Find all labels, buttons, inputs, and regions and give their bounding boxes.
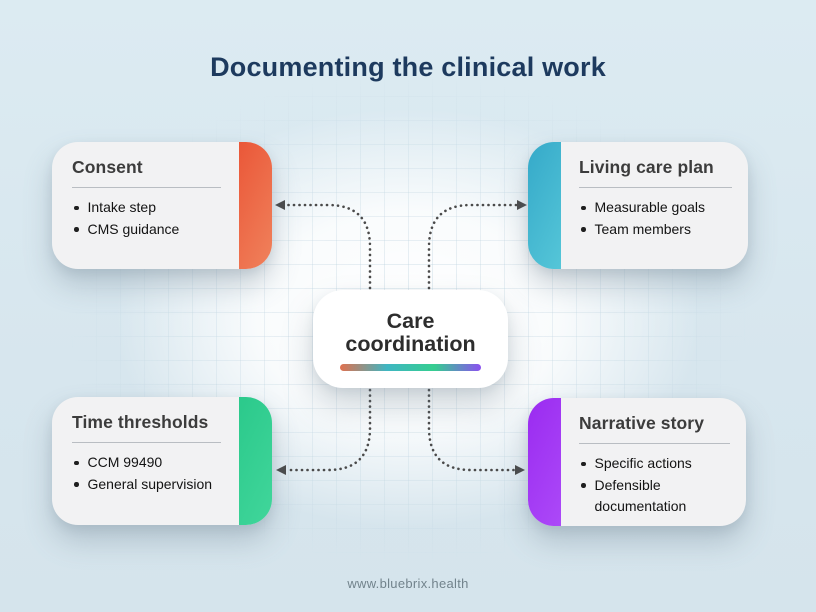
bullet-text: Measurable goals xyxy=(594,199,706,215)
list-item: Team members xyxy=(579,219,736,241)
list-item: CMS guidance xyxy=(72,219,225,241)
card-title: Time thresholds xyxy=(72,412,209,432)
divider xyxy=(579,443,730,444)
divider xyxy=(72,187,221,188)
list-item: Intake step xyxy=(72,197,225,219)
bullet-list: Measurable goals Team members xyxy=(579,197,736,240)
accent-bar xyxy=(239,142,272,269)
card-title: Consent xyxy=(72,157,143,177)
list-item: General supervision xyxy=(72,474,225,496)
card-time-thresholds-body: Time thresholds CCM 99490 General superv… xyxy=(52,397,239,525)
card-narrative-story-body: Narrative story Specific actions Defensi… xyxy=(561,398,746,526)
bullet-dot-icon xyxy=(581,227,586,232)
bullet-text: General supervision xyxy=(87,475,213,492)
accent-bar xyxy=(528,142,561,269)
page-title: Documenting the clinical work xyxy=(210,52,606,82)
gradient-underline xyxy=(340,363,481,371)
bullet-text: Intake step xyxy=(87,199,157,215)
accent-bar xyxy=(239,397,272,525)
list-item: Defensible documentation xyxy=(579,475,734,518)
list-item: Specific actions xyxy=(579,453,734,475)
card-consent: Consent Intake step CMS guidance xyxy=(52,142,272,269)
divider xyxy=(72,442,221,443)
accent-bar xyxy=(528,398,561,526)
bullet-text: CCM 99490 xyxy=(87,454,163,470)
list-item: Measurable goals xyxy=(579,197,736,219)
card-narrative-story: Narrative story Specific actions Defensi… xyxy=(528,398,746,526)
bullet-text: CMS guidance xyxy=(87,220,180,237)
bullet-list: Specific actions Defensible documentatio… xyxy=(579,453,734,518)
bullet-dot-icon xyxy=(74,205,79,210)
footer-url: www.bluebrix.health xyxy=(347,576,469,591)
list-item: CCM 99490 xyxy=(72,452,225,474)
card-living-care-plan-body: Living care plan Measurable goals Team m… xyxy=(561,142,748,269)
divider xyxy=(579,187,732,188)
bullet-text: Defensible documentation xyxy=(594,476,687,515)
bullet-dot-icon xyxy=(581,461,586,466)
card-consent-body: Consent Intake step CMS guidance xyxy=(52,142,239,269)
bullet-text: Team members xyxy=(594,220,691,237)
bullet-dot-icon xyxy=(581,483,586,488)
card-title: Narrative story xyxy=(579,413,705,433)
bullet-dot-icon xyxy=(74,460,79,465)
center-node-care-coordination: Care coordination xyxy=(313,290,508,388)
bullet-list: CCM 99490 General supervision xyxy=(72,452,225,495)
bullet-list: Intake step CMS guidance xyxy=(72,197,225,240)
bullet-text: Specific actions xyxy=(594,455,692,471)
center-node-label: Care coordination xyxy=(345,308,476,356)
bullet-dot-icon xyxy=(74,482,79,487)
card-living-care-plan: Living care plan Measurable goals Team m… xyxy=(528,142,748,269)
card-time-thresholds: Time thresholds CCM 99490 General superv… xyxy=(52,397,272,525)
bullet-dot-icon xyxy=(74,227,79,232)
card-title: Living care plan xyxy=(579,157,714,177)
bullet-dot-icon xyxy=(581,205,586,210)
